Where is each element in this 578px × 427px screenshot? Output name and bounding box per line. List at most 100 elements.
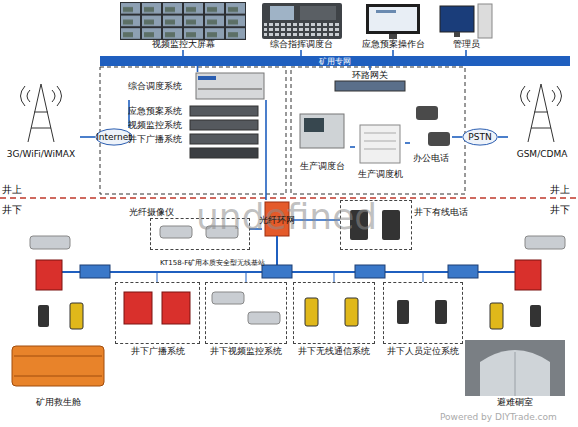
node-text: 矿用救生舱 — [36, 397, 81, 408]
network-link — [80, 136, 95, 138]
refuge-chamber — [465, 340, 565, 396]
watermark: Powered by DIYTrade.com — [440, 412, 557, 422]
node-text: 生产调度台 — [300, 161, 345, 172]
network-bus: 矿用专网 — [100, 56, 570, 66]
monitor-screen — [369, 7, 417, 31]
wireless-phone — [345, 298, 358, 326]
gateway-node: 环路网关 — [330, 70, 410, 92]
broadcast-box — [162, 292, 190, 324]
console-panel — [300, 6, 336, 20]
tower-bar — [34, 112, 48, 113]
chamber-node: 避难硐室 — [462, 338, 567, 408]
tower-bar — [531, 128, 551, 129]
level-label: 井上 — [2, 183, 22, 197]
locator-tag — [530, 305, 541, 327]
level-label: 井上 — [550, 183, 570, 197]
video-wall-node: 视频监控大屏幕 — [118, 0, 248, 50]
radio-tower — [21, 84, 62, 142]
rack-unit — [190, 148, 258, 158]
node-text: 井下有线电话 — [414, 207, 468, 218]
tower-bar — [31, 128, 51, 129]
node-text: Internet — [96, 132, 132, 143]
drop-link — [246, 272, 247, 282]
node-text: 应急预案操作台 — [362, 39, 425, 50]
capsule-node: 矿用救生舱 — [8, 340, 108, 408]
subsystem-group: 井下视频监控系统 — [205, 282, 287, 344]
tower-node: GSM/CDMA — [508, 80, 576, 160]
network-link — [369, 66, 371, 70]
monitor-stand — [454, 32, 460, 37]
locator-tag — [38, 305, 49, 327]
broadcast-box — [36, 260, 62, 290]
network-link — [197, 66, 199, 72]
rack-unit — [190, 134, 258, 144]
node-text: 环路网关 — [352, 70, 388, 81]
network-link — [265, 100, 267, 200]
node-text: 视频监控系统 — [128, 120, 182, 131]
locator-tag — [435, 300, 447, 324]
system-box: 井下广播系统 — [125, 132, 260, 146]
wireless-phone — [490, 303, 503, 329]
node-text: 光纤环网 — [259, 215, 295, 226]
tower-leg — [28, 84, 41, 142]
cloud-shape — [463, 129, 498, 145]
node-text: 管理员 — [453, 39, 480, 50]
fiber-camera — [160, 226, 192, 238]
tower-bar — [534, 112, 548, 113]
operator-monitor — [366, 4, 420, 34]
console-node: 综合指挥调度台 — [255, 0, 347, 50]
admin-node: 管理员 — [436, 0, 496, 50]
drop-link — [334, 272, 335, 282]
wireless-phone — [70, 303, 83, 329]
switch-slot — [364, 149, 396, 150]
node-text: GSM/CDMA — [517, 149, 568, 160]
network-cloud: PSTN — [462, 128, 498, 146]
video-wall — [120, 2, 246, 40]
system-box: 综合调度系统 — [125, 72, 270, 100]
cloud-shape — [96, 129, 132, 145]
node-text: 井下视频监控系统 — [196, 346, 296, 357]
office-phone — [428, 132, 450, 146]
node-text: 井下广播系统 — [128, 134, 182, 145]
broadcast-box — [124, 292, 152, 324]
console-keys — [264, 22, 340, 37]
rack-unit — [190, 120, 258, 130]
tunnel-arch — [480, 350, 550, 396]
bus-label: KT158-F矿用本质安全型无线基站 — [160, 258, 265, 268]
network-link — [350, 146, 355, 148]
switch-slot — [364, 133, 396, 134]
node-text: 井下无线通信系统 — [284, 346, 384, 357]
group-frame — [100, 67, 286, 194]
node-text: 视频监控大屏幕 — [152, 39, 215, 50]
network-cloud: Internet — [95, 128, 133, 146]
node-text: 综合调度系统 — [128, 81, 182, 92]
subsystem-group: 井下人员定位系统 — [383, 282, 463, 344]
network-link — [405, 142, 410, 144]
tower-leg — [41, 84, 54, 142]
mine-camera — [212, 292, 244, 304]
mine-camera — [30, 236, 70, 249]
command-console — [262, 3, 342, 39]
tunnel-line — [515, 352, 516, 396]
rack-unit — [190, 106, 258, 116]
broadcast-box — [515, 260, 541, 290]
wireless-base-station — [80, 265, 110, 278]
admin-monitor — [440, 6, 474, 32]
wireless-base-station — [448, 265, 478, 278]
wired-phone — [382, 210, 400, 240]
dispatch-server — [196, 73, 264, 99]
radio-tower — [521, 84, 562, 142]
tower-leg — [541, 84, 554, 142]
level-label: 井下 — [2, 203, 22, 217]
node-text: 综合指挥调度台 — [270, 39, 333, 50]
dispatch-switch — [360, 125, 400, 163]
node-text: 应急预案系统 — [128, 106, 182, 117]
console-screen — [270, 6, 294, 20]
server-slot — [198, 88, 262, 90]
wireless-base-station — [262, 265, 292, 278]
monitor-stand — [389, 34, 397, 39]
network-link — [452, 136, 462, 138]
office-phone — [416, 106, 438, 120]
